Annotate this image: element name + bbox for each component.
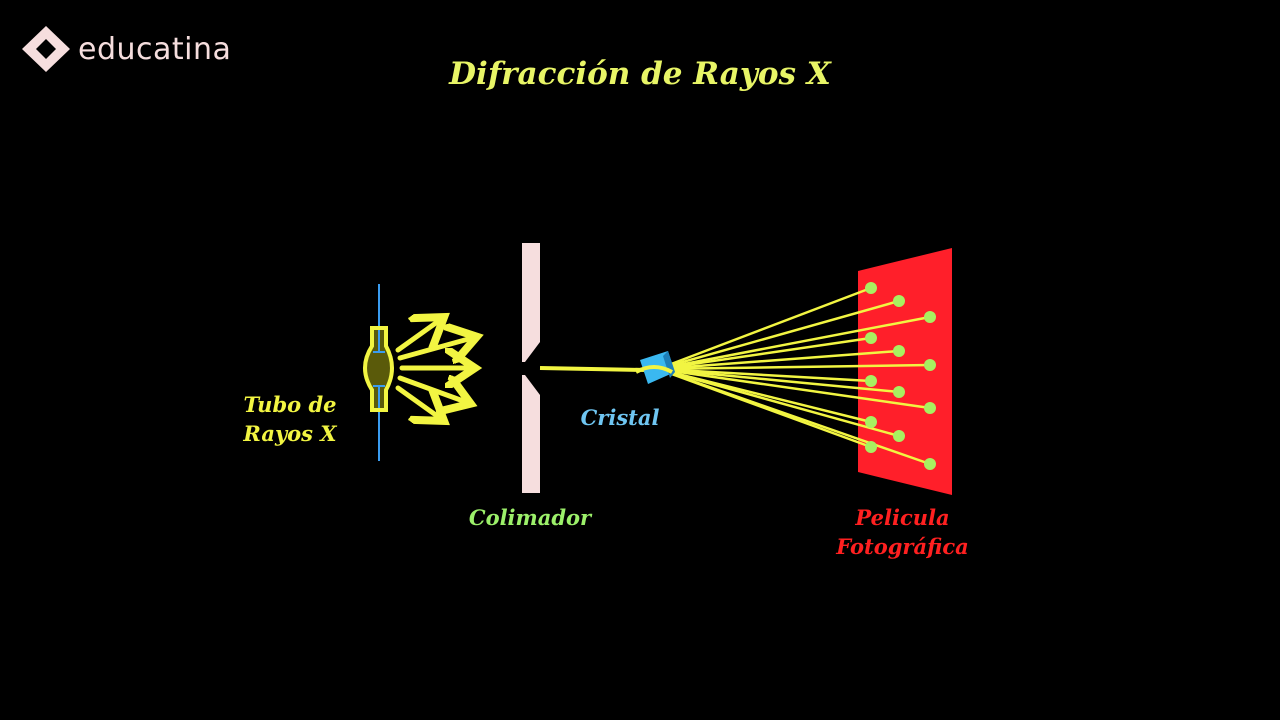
diffraction-spot <box>865 416 877 428</box>
diffraction-spot <box>924 458 936 470</box>
photographic-film <box>858 248 952 495</box>
diffraction-spot <box>893 430 905 442</box>
diffracted-ray <box>656 336 873 371</box>
diffraction-spot <box>893 295 905 307</box>
ray-arrow <box>395 385 440 418</box>
diffraction-spot <box>865 332 877 344</box>
emitted-rays <box>395 320 472 418</box>
crystal-label: Cristal <box>580 405 660 430</box>
ray-arrow <box>395 320 440 353</box>
xray-tube-icon <box>363 284 394 461</box>
diffraction-spot <box>865 282 877 294</box>
diffraction-spot <box>924 359 936 371</box>
brand-name: educatina <box>78 31 232 67</box>
diffracted-rays <box>656 286 932 466</box>
diffracted-ray <box>656 286 873 371</box>
diffracted-ray <box>656 349 901 371</box>
tube-label: Tubo de Rayos X <box>243 392 337 446</box>
page-title: Difracción de Rayos X <box>449 56 831 92</box>
film-label: Pelicula Fotográfica <box>836 505 969 559</box>
diffracted-ray <box>656 367 901 394</box>
diffracted-ray <box>656 367 873 383</box>
brand-logo: educatina <box>20 24 231 74</box>
diffraction-spot <box>893 386 905 398</box>
ray-arrow <box>397 338 472 358</box>
collimator-label: Colimador <box>468 505 592 530</box>
diamond-logo-icon <box>22 26 70 72</box>
crystal-icon <box>635 351 675 384</box>
diffracted-ray <box>656 367 932 466</box>
diffraction-spot <box>924 402 936 414</box>
diffraction-spot <box>865 375 877 387</box>
diffracted-ray <box>656 363 932 371</box>
collimator <box>522 243 540 493</box>
diffracted-ray <box>656 367 901 438</box>
diffracted-ray <box>656 299 901 371</box>
diffraction-spot <box>924 311 936 323</box>
diffracted-ray <box>656 367 932 410</box>
diffraction-spots <box>865 282 936 470</box>
diffraction-spot <box>893 345 905 357</box>
collimated-beam <box>539 366 646 372</box>
diffracted-ray <box>656 315 932 371</box>
diffraction-spot <box>865 441 877 453</box>
